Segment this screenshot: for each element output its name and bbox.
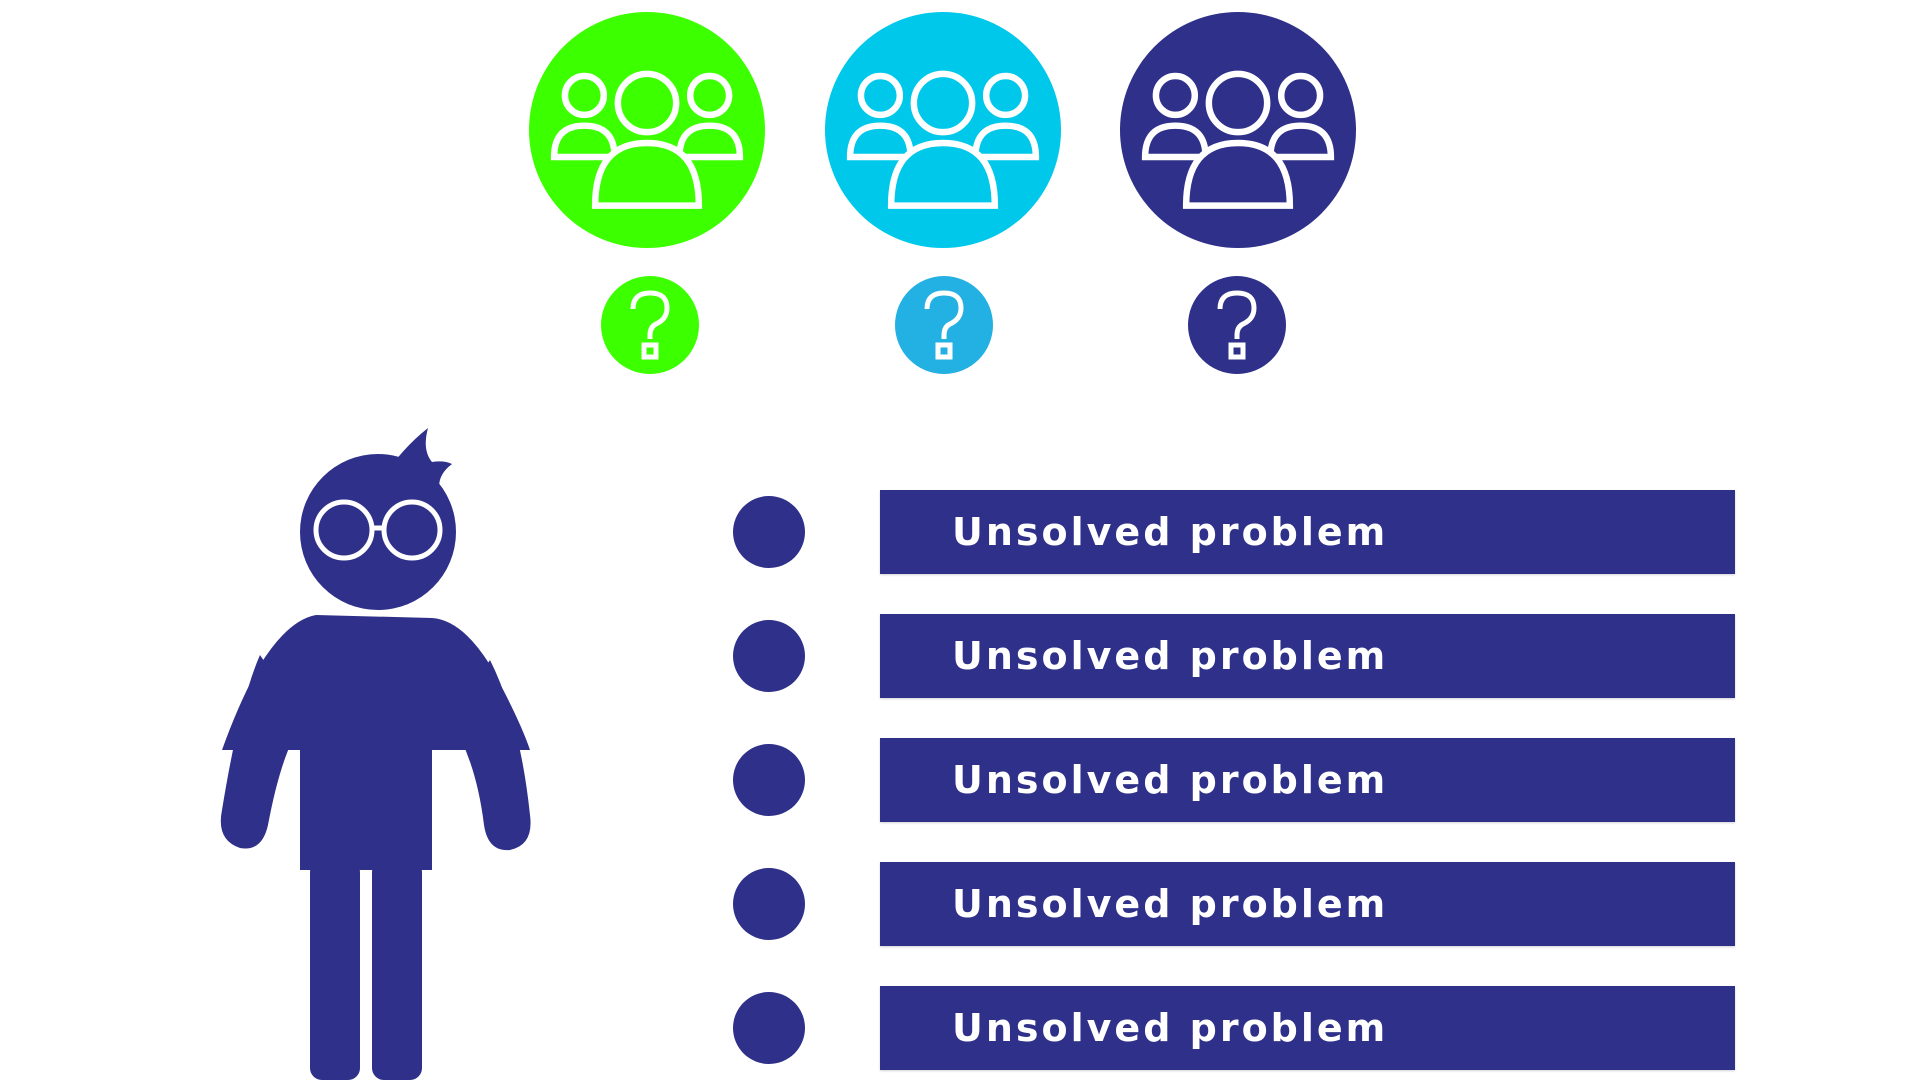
bullet-dot bbox=[733, 496, 805, 568]
problem-bar: Unsolved problem bbox=[880, 490, 1735, 574]
problem-bar: Unsolved problem bbox=[880, 986, 1735, 1070]
question-circle-navy bbox=[1188, 276, 1286, 374]
group-circle-cyan bbox=[825, 12, 1061, 248]
question-circle-green bbox=[601, 276, 699, 374]
problem-bar: Unsolved problem bbox=[880, 738, 1735, 822]
question-circle-blue bbox=[895, 276, 993, 374]
problem-bar: Unsolved problem bbox=[880, 862, 1735, 946]
group-people-icon bbox=[846, 70, 1040, 209]
group-people-icon bbox=[550, 70, 744, 209]
problem-label: Unsolved problem bbox=[952, 634, 1389, 678]
question-mark-icon bbox=[1217, 290, 1257, 360]
bullet-dot bbox=[733, 992, 805, 1064]
question-mark-icon bbox=[630, 290, 670, 360]
problem-bar: Unsolved problem bbox=[880, 614, 1735, 698]
problem-label: Unsolved problem bbox=[952, 1006, 1389, 1050]
problem-label: Unsolved problem bbox=[952, 758, 1389, 802]
question-mark-icon bbox=[924, 290, 964, 360]
problem-label: Unsolved problem bbox=[952, 510, 1389, 554]
problem-label: Unsolved problem bbox=[952, 882, 1389, 926]
bullet-dot bbox=[733, 620, 805, 692]
bullet-dot bbox=[733, 744, 805, 816]
person-with-glasses-icon bbox=[220, 428, 531, 1080]
group-circle-green bbox=[529, 12, 765, 248]
group-circle-navy bbox=[1120, 12, 1356, 248]
group-people-icon bbox=[1141, 70, 1335, 209]
bullet-dot bbox=[733, 868, 805, 940]
